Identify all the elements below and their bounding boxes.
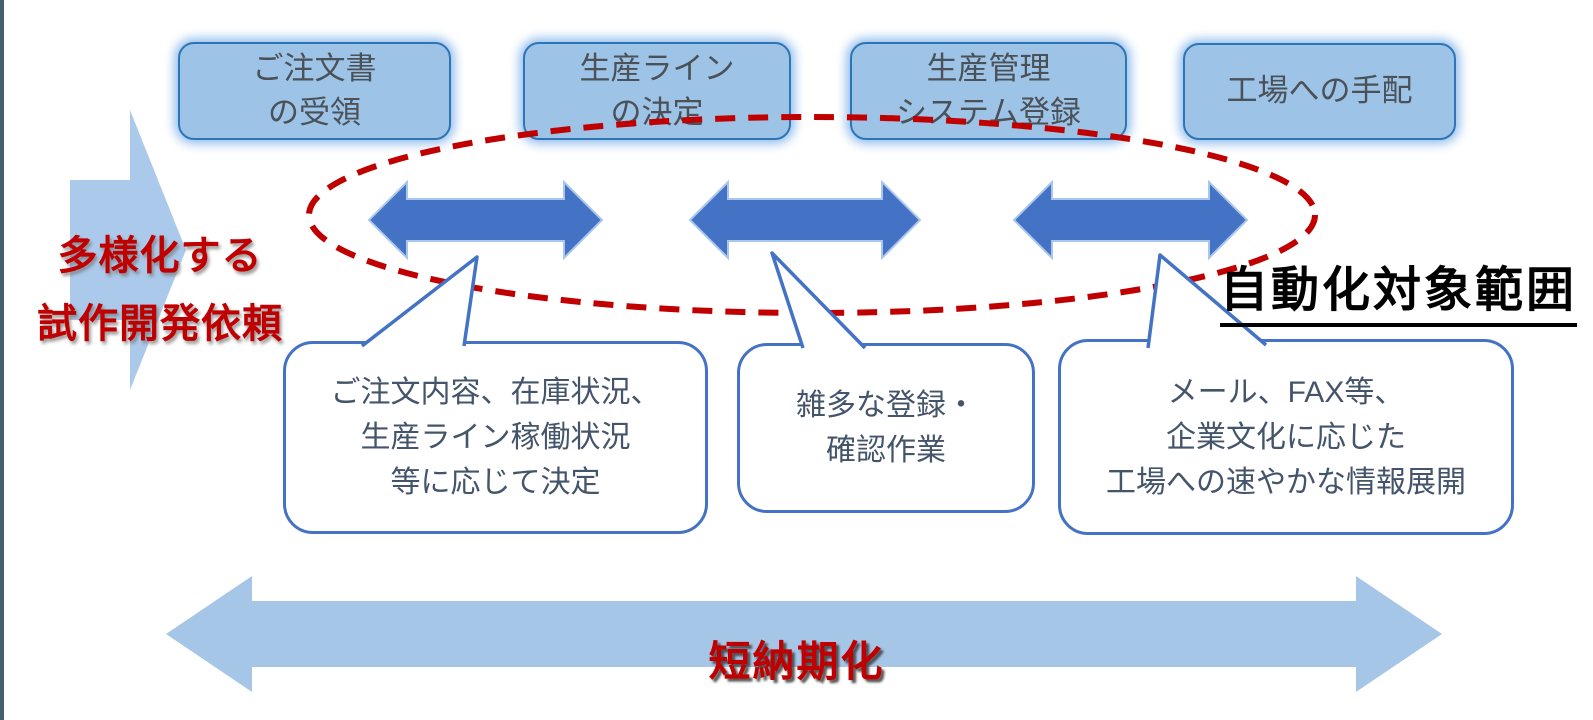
demand-label-line: 多様化する [57, 234, 263, 278]
step-label-line: ご注文書 [252, 50, 377, 86]
demand-label-line: 試作開発依頼 [37, 302, 283, 346]
callout-line: 確認作業 [826, 434, 946, 467]
callout-line: メール、FAX等、 [1167, 375, 1405, 409]
sync-arrow-3 [1012, 179, 1249, 261]
step-box-system-registration: 生産管理 システム登録 [850, 42, 1127, 140]
callout-misc-registration: 雑多な登録・ 確認作業 [737, 343, 1035, 513]
callout-line: ご注文内容、在庫状況、 [330, 376, 661, 409]
step-label-line: 工場への手配 [1226, 73, 1413, 109]
sync-arrow-2 [688, 179, 922, 261]
callout-1-tail [360, 255, 479, 348]
callout-line: 企業文化に応じた [1166, 420, 1406, 454]
step-label-line: 生産管理 [926, 50, 1051, 86]
callout-information-deployment: メール、FAX等、 企業文化に応じた 工場への速やかな情報展開 [1058, 339, 1514, 535]
automation-scope-label: 自動化対象範囲 [1220, 250, 1578, 327]
leadtime-label: 短納期化 [708, 638, 885, 685]
demand-label: 多様化する 試作開発依頼 [10, 222, 310, 358]
callout-line: 生産ライン稼働状況 [360, 421, 631, 454]
step-box-factory-arrangement: 工場への手配 [1183, 43, 1456, 140]
callout-line: 工場への速やかな情報展開 [1106, 465, 1466, 499]
callout-line: 雑多な登録・ [796, 389, 976, 422]
automation-scope-ellipse [306, 114, 1318, 316]
step-box-production-line: 生産ライン の決定 [523, 42, 791, 140]
step-label-line: の受領 [268, 95, 361, 130]
step-label-line: の決定 [610, 95, 704, 130]
callout-line: 等に応じて決定 [390, 466, 601, 499]
sync-arrow-1 [367, 179, 604, 261]
callout-decision-factors: ご注文内容、在庫状況、 生産ライン稼働状況 等に応じて決定 [283, 341, 708, 534]
step-label-line: 生産ライン [579, 50, 735, 86]
slide-edge-line [0, 0, 4, 720]
step-label-line: システム登録 [895, 95, 1082, 130]
callout-2-tail [770, 251, 867, 350]
step-box-order-receipt: ご注文書 の受領 [178, 42, 451, 140]
